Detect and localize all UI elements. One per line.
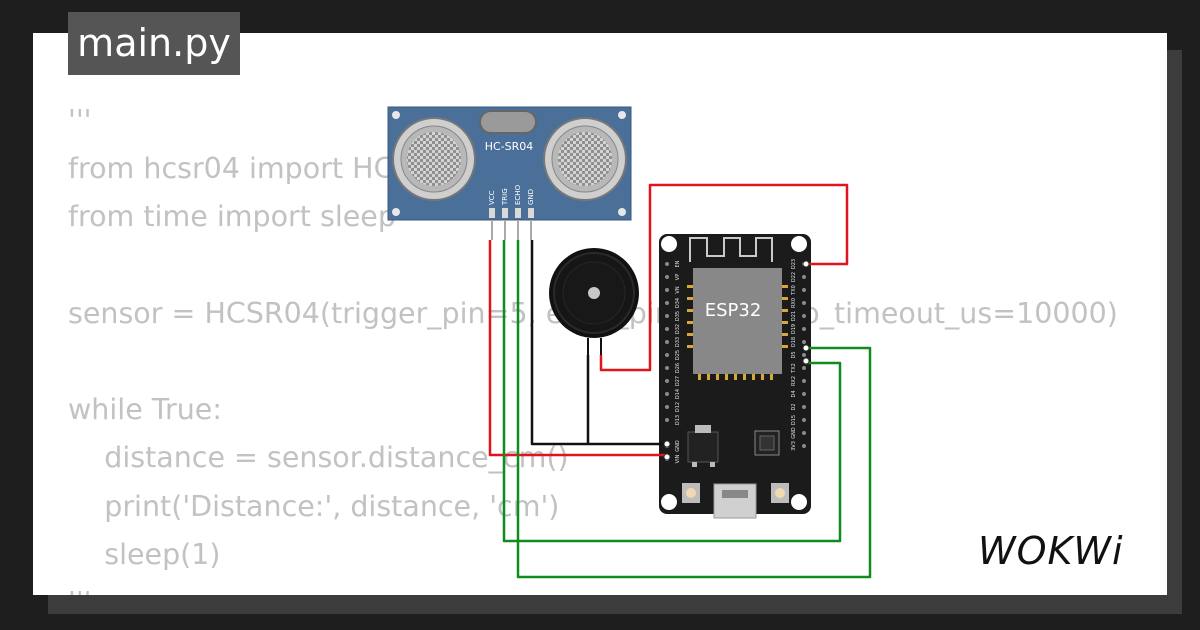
pin-label-gnd-right: GND bbox=[791, 427, 797, 439]
code-line: sleep(1) bbox=[68, 537, 221, 571]
pin-label-gnd: GND bbox=[527, 189, 535, 205]
pin-label-d5: D5 bbox=[791, 351, 797, 358]
pin-label-trig: TRIG bbox=[501, 188, 509, 206]
pin-label-d22: D22 bbox=[791, 272, 797, 282]
svg-text:WOKWi: WOKWi bbox=[978, 529, 1124, 573]
pin-label-d13: D13 bbox=[675, 415, 681, 425]
piezo-buzzer[interactable] bbox=[549, 248, 639, 355]
wire-echo-d18[interactable] bbox=[516, 240, 872, 579]
pin-label-tx0: TX0 bbox=[791, 285, 797, 296]
pin-label-d25: D25 bbox=[675, 350, 681, 360]
sensor-pin-headers bbox=[489, 208, 534, 218]
wire-gnd-sensor[interactable] bbox=[530, 240, 667, 446]
code-line: ''' bbox=[68, 579, 1118, 595]
hc-sr04-sensor[interactable]: HC-SR04 VCC TRIG ECHO GND bbox=[387, 106, 632, 240]
board-label: ESP32 bbox=[705, 300, 762, 321]
transducer-left bbox=[392, 117, 476, 201]
pin-label-d34: D34 bbox=[675, 298, 681, 308]
pin-label-vp: VP bbox=[675, 274, 681, 280]
pin-label-d18: D18 bbox=[791, 337, 797, 347]
pin-label-d26: D26 bbox=[675, 363, 681, 373]
pin-label-d23: D23 bbox=[791, 259, 797, 269]
pin-label-en: EN bbox=[675, 260, 681, 267]
pin-label-d12: D12 bbox=[675, 402, 681, 412]
pin-label-d15: D15 bbox=[791, 415, 797, 425]
pin-label-tx2: TX2 bbox=[791, 363, 797, 374]
pin-label-d21: D21 bbox=[791, 311, 797, 321]
pin-label-rx2: RX2 bbox=[791, 376, 797, 386]
pin-label-d35: D35 bbox=[675, 311, 681, 321]
wire-vcc-vin[interactable] bbox=[488, 240, 667, 457]
pin-label-d32: D32 bbox=[675, 324, 681, 334]
pin-label-rx0: RX0 bbox=[791, 298, 797, 308]
pin-label-vin: VIN bbox=[675, 454, 681, 463]
pin-label-d19: D19 bbox=[791, 324, 797, 334]
code-line: from time import sleep bbox=[68, 200, 396, 234]
pin-label-d4: D4 bbox=[791, 390, 797, 397]
code-line: ''' bbox=[68, 104, 92, 137]
code-line: sensor = HCSR04(trigger_pin=5, echo_pin=… bbox=[68, 296, 1118, 330]
transducer-right bbox=[543, 117, 627, 201]
pin-label-echo: ECHO bbox=[514, 184, 522, 205]
pin-label-vcc: VCC bbox=[488, 190, 496, 205]
pin-label-d14: D14 bbox=[675, 389, 681, 399]
pin-label-d33: D33 bbox=[675, 337, 681, 347]
pin-label-3v3: 3V3 bbox=[791, 441, 797, 451]
code-line: print('Distance:', distance, 'cm') bbox=[68, 489, 560, 523]
pin-label-gnd-left: GND bbox=[675, 440, 681, 452]
esp32-board[interactable]: ESP32 bbox=[659, 234, 811, 519]
wokwi-logo: WOKWi bbox=[978, 529, 1124, 573]
wire-trig-d5[interactable] bbox=[502, 240, 842, 543]
pin-label-d27: D27 bbox=[675, 376, 681, 386]
wire-d23-buzzer[interactable] bbox=[599, 183, 849, 372]
sensor-label: HC-SR04 bbox=[485, 140, 534, 153]
file-tab[interactable]: main.py bbox=[68, 12, 240, 75]
pin-label-vn: VN bbox=[675, 286, 681, 293]
pin-label-d2: D2 bbox=[791, 403, 797, 410]
code-line: while True: bbox=[68, 393, 222, 427]
